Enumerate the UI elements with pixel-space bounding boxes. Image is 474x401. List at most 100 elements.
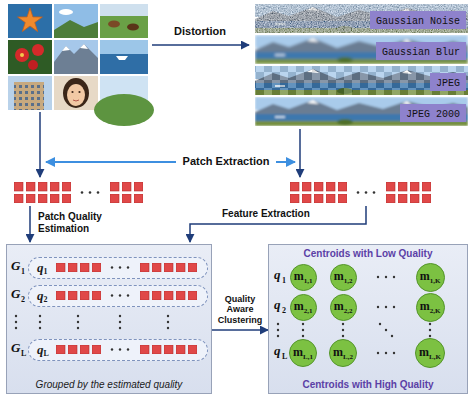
flower	[28, 60, 38, 70]
ellipsis-dot	[111, 266, 113, 268]
group-symbol: G	[11, 341, 20, 356]
distortion-name: Gaussian Noise	[376, 16, 460, 27]
ellipsis-dot	[379, 323, 381, 325]
quality-symbol: q	[37, 261, 44, 276]
subscript: 1	[21, 267, 25, 276]
ellipsis-dot	[277, 329, 279, 331]
step-label: Patch Quality Estimation	[38, 211, 120, 234]
centroid-circle: m2,K	[416, 293, 445, 322]
photo-tile	[54, 76, 98, 110]
ellipsis-dot	[342, 329, 344, 331]
feature-arrow	[190, 206, 366, 242]
centroid-circle: m1,2	[330, 264, 357, 291]
ellipsis-dot	[77, 321, 79, 323]
photo-tile	[100, 40, 148, 54]
centroid-circle: m2,2	[330, 294, 357, 321]
eye	[71, 91, 73, 93]
ellipsis-dot	[302, 329, 304, 331]
ellipsis-dot	[81, 191, 84, 194]
mountain	[54, 44, 98, 74]
ellipsis-dot	[342, 335, 344, 337]
distortion-arrow	[152, 44, 249, 46]
ellipsis-dot	[39, 321, 41, 323]
centroid-symbol: m	[294, 300, 304, 314]
subscript: 2	[282, 306, 286, 315]
ellipsis-dot	[377, 306, 379, 308]
ellipsis-dot	[97, 191, 100, 194]
flower	[32, 44, 44, 56]
step-label: Distortion	[174, 25, 226, 38]
panel-caption: Centroids with High Quality	[302, 379, 433, 391]
flow-arrow	[212, 329, 268, 331]
ellipsis-dot	[39, 315, 41, 317]
blurred-image	[255, 35, 468, 64]
distortion-tag: JPEG	[430, 73, 466, 91]
ellipsis-dot	[119, 315, 121, 317]
flower-center	[20, 53, 24, 57]
ellipsis-dot	[302, 335, 304, 337]
face	[67, 84, 85, 106]
centroid-symbol: m	[419, 346, 429, 360]
ellipsis-dot	[111, 348, 113, 350]
ellipsis-dot	[385, 276, 387, 278]
patch-grid	[386, 182, 431, 203]
cloud	[59, 9, 73, 15]
ellipsis-dot	[167, 327, 169, 329]
ellipsis-dot	[127, 266, 129, 268]
quality-symbol: q	[37, 289, 44, 304]
snow	[80, 44, 88, 49]
jpeg-blocks	[255, 66, 468, 95]
snow	[62, 46, 70, 51]
subscript: 1	[44, 267, 48, 276]
ellipsis-dot	[391, 335, 393, 337]
ellipsis-dot	[39, 327, 41, 329]
ellipsis-dot	[429, 329, 431, 331]
subscript: 2,1	[304, 307, 313, 315]
mouth	[73, 100, 79, 101]
ellipsis-dot	[127, 348, 129, 350]
centroid-symbol: m	[334, 270, 344, 284]
sea	[100, 54, 148, 74]
ellipsis-dot	[277, 335, 279, 337]
ellipsis-dot	[277, 323, 279, 325]
ellipsis-dot	[77, 327, 79, 329]
distortion-tag: Gaussian Blur	[376, 42, 466, 60]
centroid-circle: m2,1	[290, 294, 317, 321]
centroid-symbol: m	[420, 270, 430, 284]
building	[14, 82, 44, 110]
centroid-symbol: m	[333, 346, 343, 360]
ellipsis-dot	[377, 276, 379, 278]
subscript: L,2	[343, 353, 353, 361]
ellipsis-dot	[119, 321, 121, 323]
jpeg-image	[255, 66, 468, 95]
centroid-symbol: m	[294, 270, 304, 284]
ellipsis-dot	[15, 321, 17, 323]
ellipsis-dot	[365, 191, 368, 194]
panel-caption: Centroids with Low Quality	[304, 248, 433, 260]
quality-symbol: q	[274, 298, 281, 313]
ellipsis-dot	[119, 266, 121, 268]
distortion-name: Gaussian Blur	[382, 47, 460, 58]
subscript: 2	[21, 295, 25, 304]
quality-symbol: q	[274, 344, 281, 359]
photo-tile	[8, 4, 52, 38]
hair	[63, 78, 89, 108]
ellipsis-dot	[385, 352, 387, 354]
photo-tile	[54, 4, 98, 38]
patch-row	[56, 263, 101, 272]
subscript: 1	[282, 276, 286, 285]
photo-tile	[100, 4, 148, 16]
patch-row	[140, 263, 197, 272]
photo-tile	[8, 76, 52, 110]
windows	[14, 82, 44, 110]
subscript: 2,K	[430, 307, 441, 315]
ellipsis-dot	[111, 294, 113, 296]
field	[100, 16, 148, 38]
subscript: L	[21, 349, 26, 358]
flow-arrow	[299, 129, 301, 177]
subscript: 2	[44, 295, 48, 304]
ellipsis-dot	[385, 329, 387, 331]
panel-caption: Grouped by the estimated quality	[36, 379, 183, 391]
centroid-circle: mL,2	[329, 339, 357, 367]
